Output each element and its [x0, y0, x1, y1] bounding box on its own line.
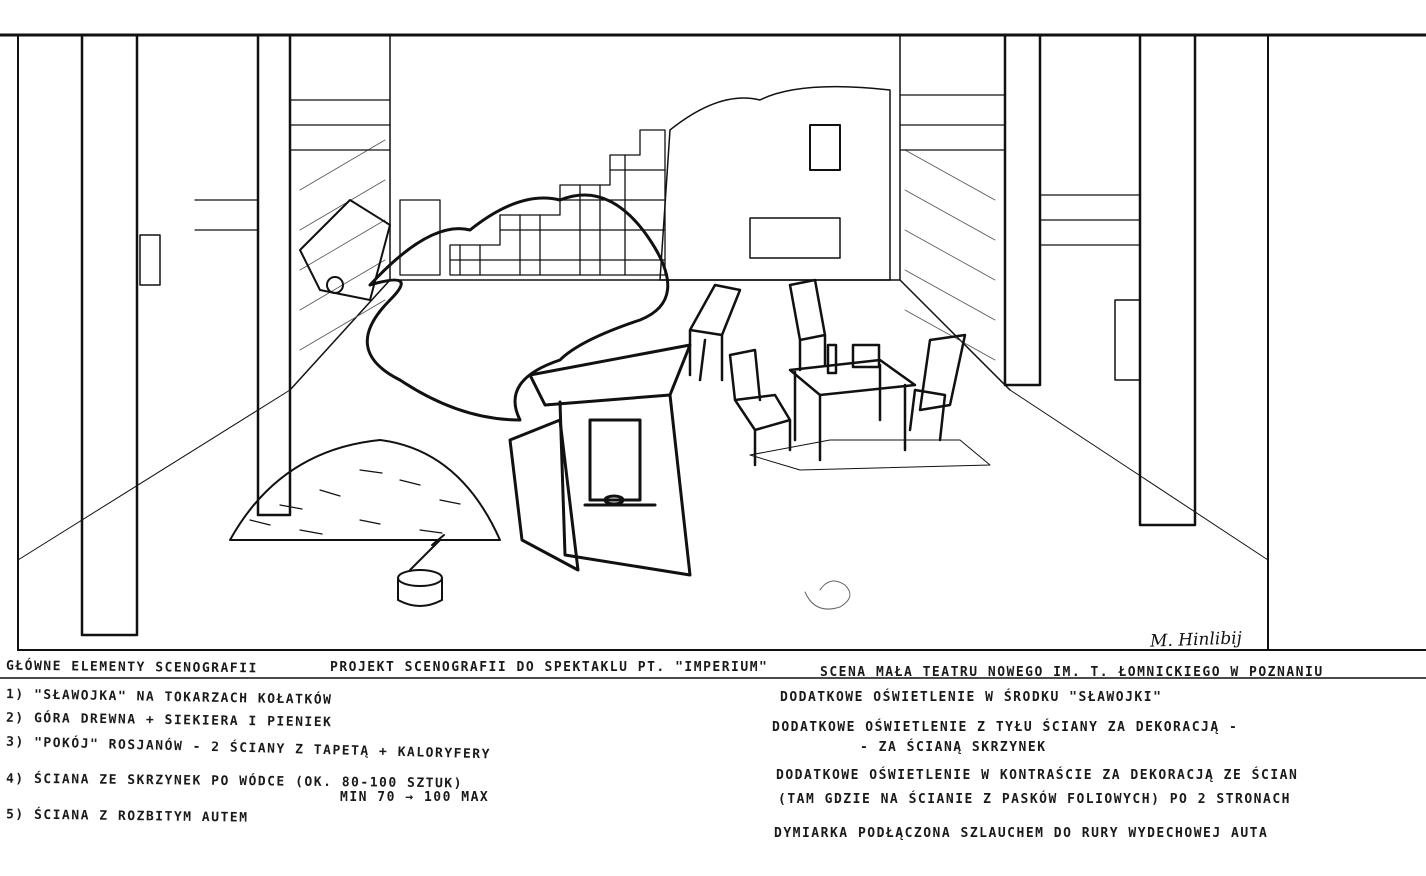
- note-light: Dodatkowe oświetlenie w kontraście za de…: [776, 768, 1299, 783]
- note-light: (tam gdzie na ścianie z pasków foliowych…: [778, 792, 1291, 807]
- note-light: Dodatkowe oświetlenie z tyłu ściany za d…: [772, 720, 1239, 735]
- note-smoke-machine: Dymiarka podłączona szlauchem do rury wy…: [774, 826, 1269, 841]
- note-light: - za ścianą skrzynek: [860, 740, 1047, 755]
- list-item-range: min 70 → 100 max: [340, 790, 490, 805]
- artist-signature: M. Hinlibij: [1149, 628, 1243, 652]
- note-main-elements: Główne elementy scenografii: [5, 658, 258, 677]
- note-light: Dodatkowe oświetlenie w środku "Sławojki…: [780, 690, 1163, 705]
- note-project-title: Projekt scenografii do spektaklu pt. "Im…: [330, 660, 769, 675]
- note-stage: Scena mała Teatru Nowego im. T. Łomnicki…: [820, 665, 1324, 680]
